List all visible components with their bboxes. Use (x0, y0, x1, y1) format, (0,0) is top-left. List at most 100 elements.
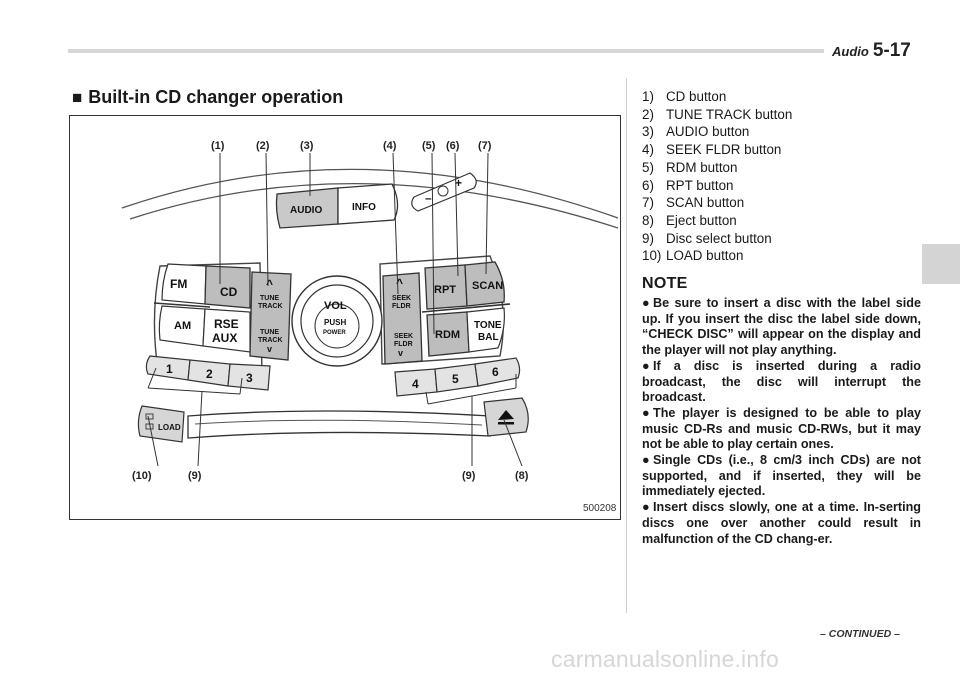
fldr-label-bottom: FLDR (394, 341, 413, 348)
info-button[interactable] (337, 183, 399, 225)
audio-button[interactable] (275, 187, 339, 229)
fm-label: FM (170, 277, 187, 291)
cd-label: CD (220, 285, 238, 299)
tune-label-top: TUNE (260, 295, 279, 302)
control-panel-illustration: AUDIO INFO – + FM AM CD RSE AUX ^ TUNE T… (121, 140, 619, 482)
continued-marker: – CONTINUED – (820, 628, 900, 640)
vol-label: VOL (324, 300, 347, 312)
plus-label: + (455, 176, 462, 190)
power-label: POWER (323, 330, 346, 336)
note-item: ●The player is designed to be able to pl… (642, 405, 921, 452)
watermark: carmanualsonline.info (551, 646, 779, 672)
seek-label-top: SEEK (392, 295, 411, 302)
volume-knob[interactable]: VOL PUSH POWER (291, 275, 383, 367)
track-label-bottom: TRACK (258, 337, 283, 344)
callout-1: (1) (211, 140, 225, 152)
callout-6: (6) (446, 140, 460, 152)
section-heading: ■ Built-in CD changer operation (72, 87, 343, 108)
am-button[interactable] (158, 305, 206, 347)
eject-icon-bar (498, 422, 514, 425)
disc-select-buttons-right: 4 5 6 (394, 357, 521, 397)
heading-text: Built-in CD changer operation (88, 87, 344, 107)
fldr-label-top: FLDR (392, 303, 411, 310)
minus-label: – (425, 191, 432, 205)
callout-3: (3) (300, 140, 314, 152)
scan-label: SCAN (472, 280, 503, 292)
bal-label: BAL (478, 332, 499, 343)
legend-item: 1)CD button (642, 89, 727, 104)
column-divider (626, 78, 627, 613)
button-legend: 1)CD button 2)TUNE TRACK button 3)AUDIO … (642, 88, 792, 265)
fm-am-divider (153, 302, 211, 308)
chapter-tab (922, 244, 960, 284)
tone-label: TONE (474, 320, 502, 331)
tone-bal-button[interactable] (466, 307, 505, 353)
clock-icon (437, 185, 449, 197)
note-title: NOTE (642, 275, 688, 292)
eject-icon (498, 410, 514, 420)
note-item: ●Insert discs slowly, one at a time. In-… (642, 500, 921, 546)
clock-adjust-rocker[interactable] (411, 172, 477, 212)
callout-10: (10) (132, 470, 152, 482)
fm-button[interactable] (161, 263, 207, 305)
load-label: LOAD (158, 423, 181, 432)
tune-label-bottom: TUNE (260, 329, 279, 336)
preset-button-6[interactable] (474, 357, 521, 387)
note-item: ●Single CDs (i.e., 8 cm/3 inch CDs) are … (642, 453, 921, 499)
bullet-icon: ● (642, 358, 650, 373)
audio-label: AUDIO (290, 205, 322, 216)
figure-code: 500208 (583, 503, 617, 514)
dashboard-arc-top (121, 168, 619, 219)
dashboard-arc-bottom (129, 182, 619, 229)
heading-bullet: ■ (72, 88, 83, 107)
aux-label: AUX (212, 331, 237, 345)
note-item: ●If a disc is inserted during a radio br… (642, 358, 921, 405)
preset-label-1: 1 (166, 362, 173, 376)
audio-info-buttons: AUDIO INFO (275, 183, 399, 229)
legend-item: 7)SCAN button (642, 195, 745, 211)
legend-item: 2)TUNE TRACK button (642, 106, 793, 122)
cd-changer-figure: AUDIO INFO – + FM AM CD RSE AUX ^ TUNE T… (69, 115, 621, 520)
callout-2: (2) (256, 140, 270, 152)
preset-label-3: 3 (246, 371, 253, 385)
header-rule (68, 49, 824, 53)
note-list: ●Be sure to insert a disc with the label… (642, 296, 921, 547)
bullet-icon: ● (642, 500, 650, 515)
tune-up-arrow-icon: ^ (266, 277, 273, 291)
disc-select-buttons-left: 1 2 3 (145, 355, 271, 391)
seek-up-arrow-icon: ^ (396, 276, 403, 290)
bullet-icon: ● (642, 405, 650, 420)
note-item: ●Be sure to insert a disc with the label… (642, 296, 921, 358)
seek-label-bottom: SEEK (394, 333, 413, 340)
preset-label-6: 6 (492, 365, 499, 379)
legend-item: 4)SEEK FLDR button (642, 142, 782, 158)
rdm-label: RDM (435, 329, 460, 341)
preset-label-5: 5 (452, 372, 459, 386)
cd-slot-opening (194, 419, 483, 426)
info-label: INFO (352, 202, 376, 213)
cd-slot (187, 410, 491, 439)
seek-down-arrow-icon: v (398, 348, 403, 358)
cd-button[interactable] (204, 265, 251, 309)
callout-9-right: (9) (462, 470, 476, 482)
preset-label-4: 4 (412, 377, 419, 391)
callout-4: (4) (383, 140, 397, 152)
legend-item: 3)AUDIO button (642, 124, 750, 140)
seek-fldr-button[interactable] (382, 272, 423, 365)
scan-button[interactable] (464, 261, 505, 307)
rse-label: RSE (214, 317, 239, 331)
tune-track-button[interactable] (249, 271, 292, 361)
push-power-button[interactable] (314, 303, 360, 349)
legend-item: 8)Eject button (642, 212, 737, 228)
preset-button-1[interactable] (145, 355, 191, 381)
callout-lines (147, 152, 523, 467)
load-button[interactable] (137, 405, 185, 443)
preset-button-3[interactable] (227, 363, 271, 391)
callout-5: (5) (422, 140, 436, 152)
legend-item: 10)LOAD button (642, 248, 744, 264)
legend-item: 6)RPT button (642, 177, 734, 193)
callout-8: (8) (515, 470, 529, 482)
rpt-label: RPT (434, 284, 456, 296)
tune-down-arrow-icon: v (267, 344, 272, 354)
